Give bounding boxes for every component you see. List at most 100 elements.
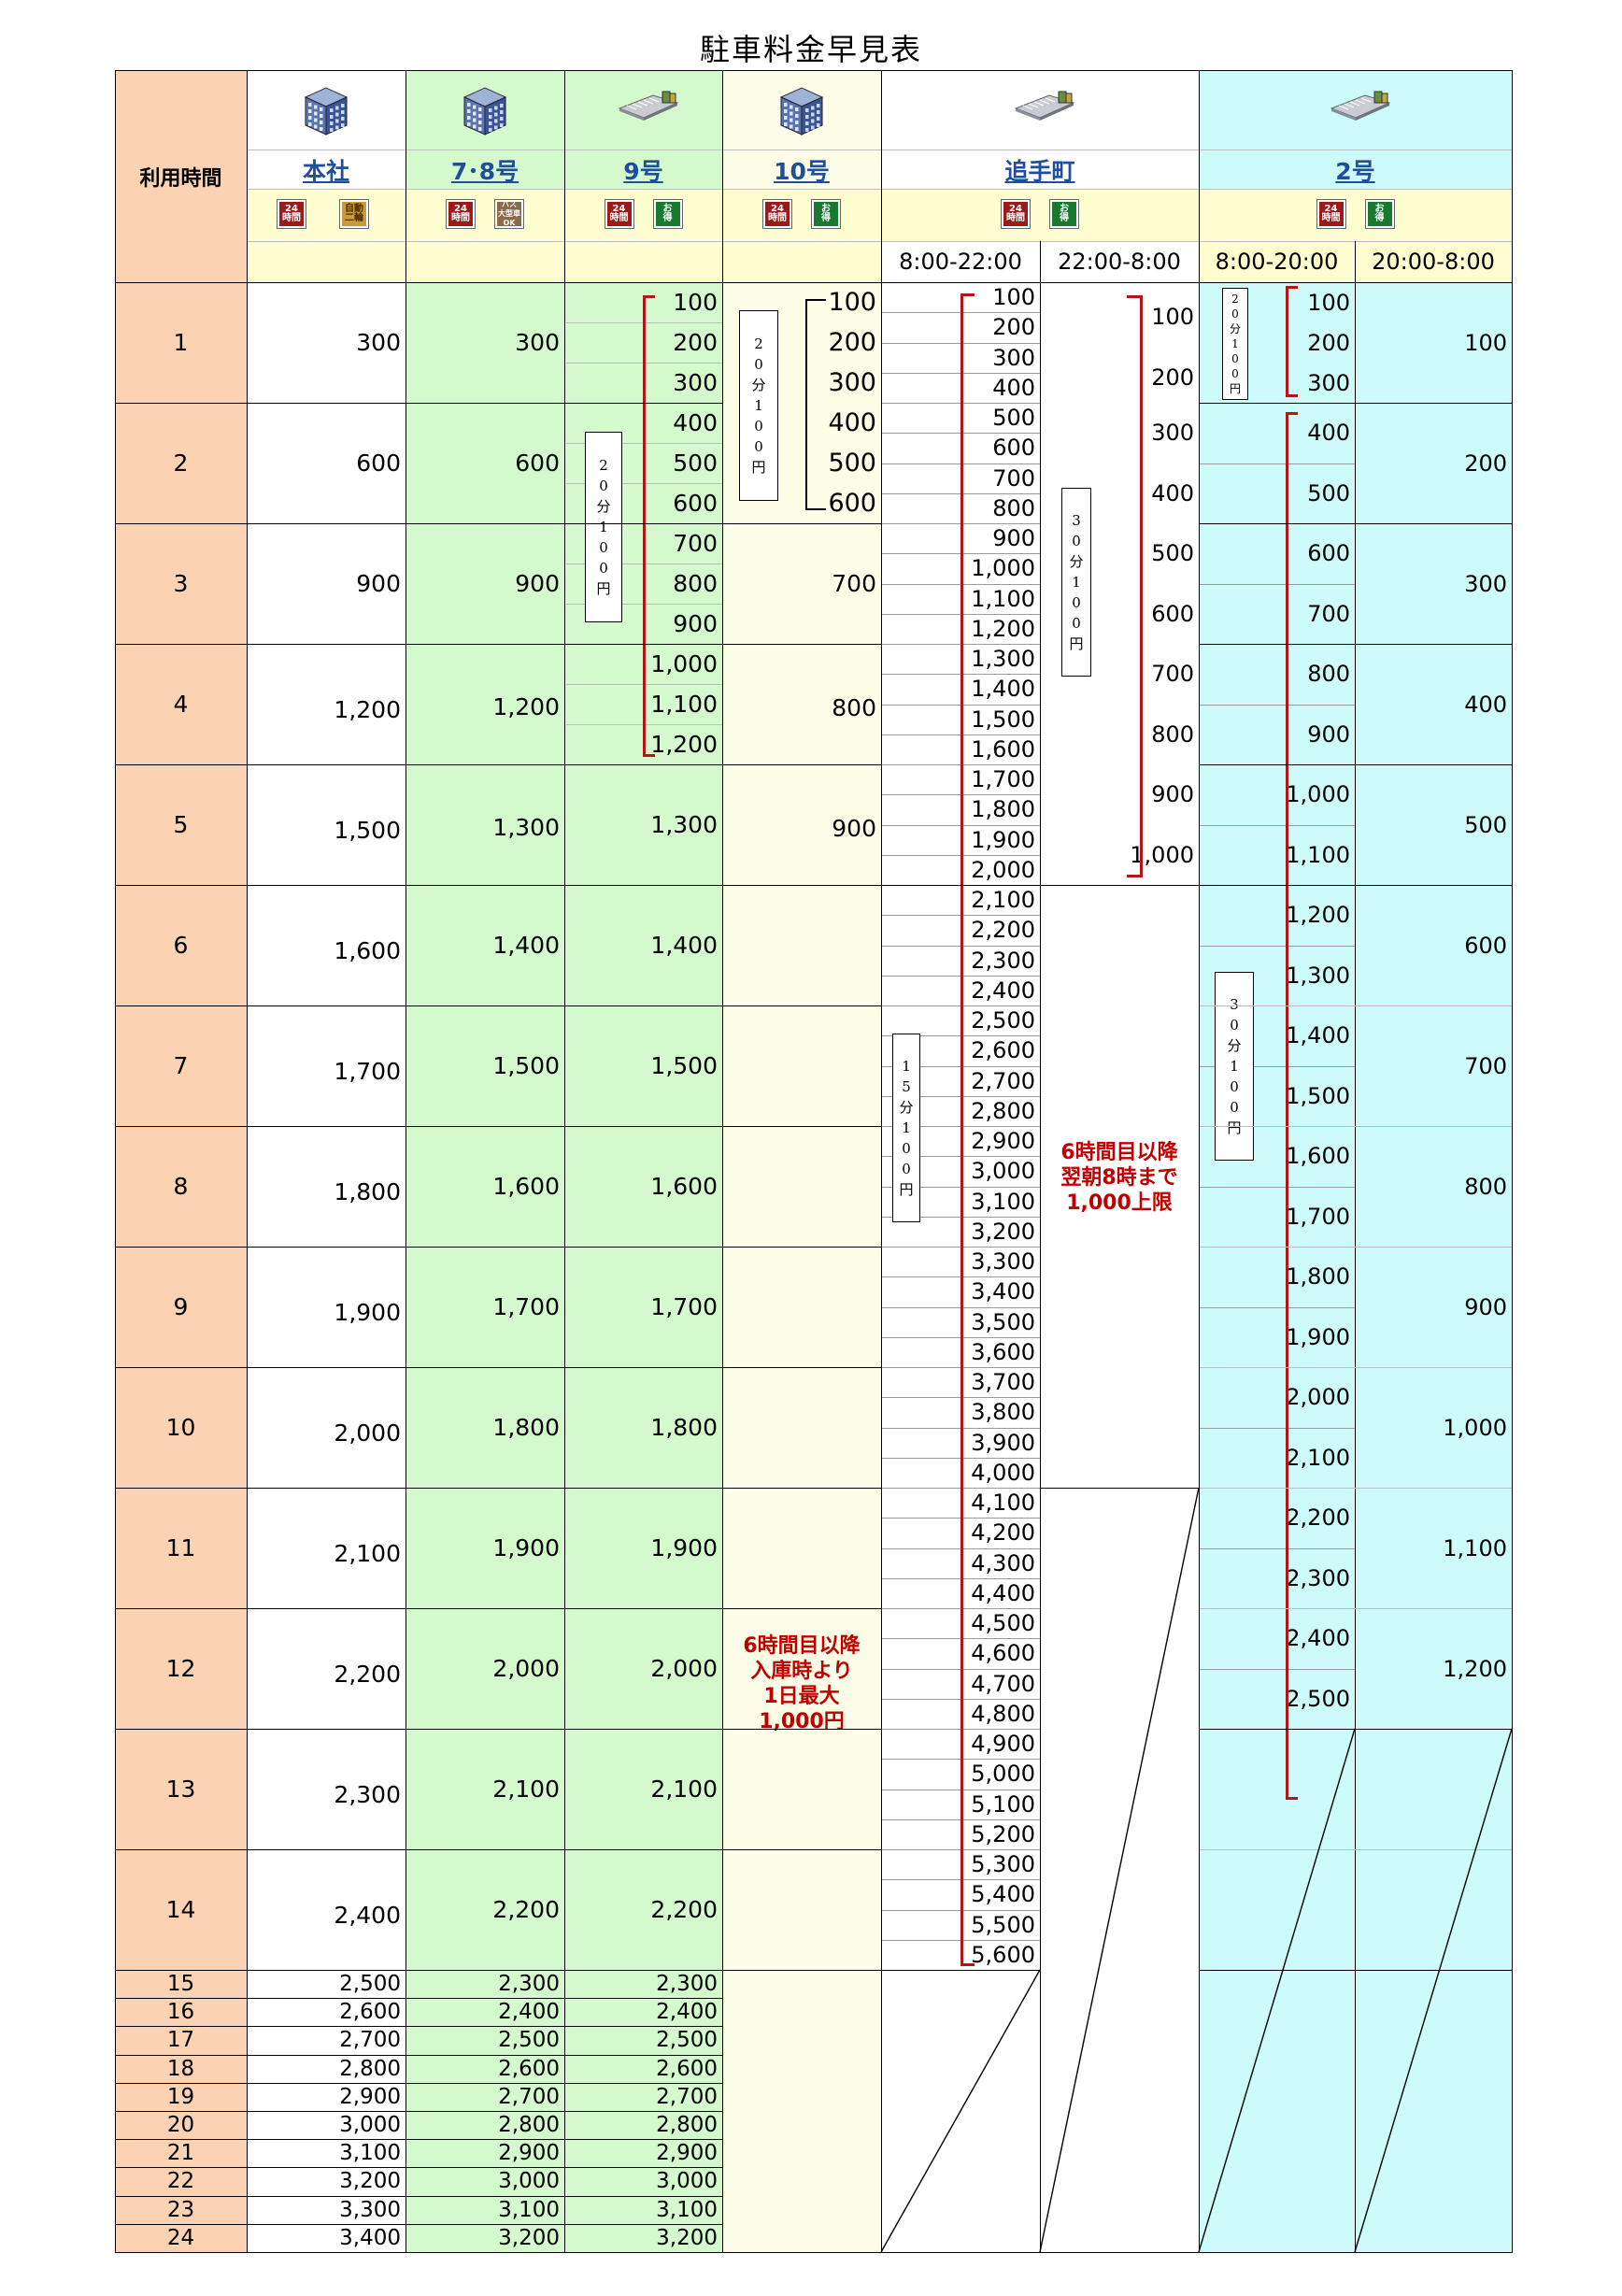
tick-line [1199, 1307, 1355, 1308]
lot-name-4[interactable]: 追手町 [1004, 158, 1075, 185]
badge-text: 24 [454, 204, 467, 214]
note-char: 1 [1230, 1058, 1239, 1075]
lot9-fee-cell: 300 [673, 369, 718, 396]
row-line [1199, 1970, 1512, 1971]
lot78-fee-cell: 1,400 [492, 932, 560, 959]
row-line [1200, 1367, 1512, 1368]
otemachi-day-fee-cell: 300 [992, 344, 1035, 371]
column-line [722, 70, 723, 2252]
otemachi-night-fee-cell: 600 [1151, 600, 1194, 627]
otemachi-day-fee-cell: 4,200 [971, 1519, 1035, 1547]
time-slot-header: 20:00-8:00 [1372, 249, 1495, 275]
lot-name-0[interactable]: 本社 [302, 158, 349, 185]
lot78-fee-cell: 2,100 [492, 1775, 560, 1803]
lot9-fee-cell: 800 [673, 570, 718, 597]
badge-text: 時間 [282, 213, 301, 223]
note-char: 1 [902, 1058, 911, 1075]
note-char: 分 [1229, 322, 1241, 335]
note-line: 1,000上限 [1066, 1191, 1173, 1215]
no2-night-fee-cell: 300 [1464, 570, 1507, 597]
otemachi-day-fee-cell: 5,300 [971, 1851, 1035, 1878]
row-line [1200, 523, 1512, 524]
lot10-fee-cell: 800 [832, 694, 876, 721]
note-char: 円 [899, 1181, 914, 1198]
hour-cell: 18 [166, 2056, 195, 2081]
hour-cell: 22 [166, 2169, 195, 2194]
note-char: 0 [1230, 1017, 1239, 1034]
honsha-fee-cell: 1,500 [334, 817, 401, 844]
diagonal-line [1354, 1728, 1513, 2253]
note-char: 1 [902, 1119, 911, 1136]
note-char: 3 [1230, 996, 1239, 1013]
honsha-fee-cell: 1,800 [334, 1178, 401, 1205]
tick-line [1199, 825, 1355, 826]
otemachi-day-fee-cell: 2,600 [971, 1037, 1035, 1064]
otemachi-night-fee-cell: 500 [1151, 540, 1194, 567]
tick-line [1199, 1428, 1355, 1429]
row-line [115, 403, 722, 404]
no2-night-fee-cell: 600 [1464, 932, 1507, 959]
honsha-fee-cell: 2,600 [339, 2000, 401, 2025]
otemachi-day-fee-cell: 1,100 [971, 585, 1035, 612]
tick-line [1199, 463, 1355, 464]
badge-text: 自動 [345, 204, 363, 214]
note-char: 円 [1229, 382, 1241, 395]
note-char: 2 [754, 335, 763, 352]
row-line [1200, 1005, 1512, 1006]
row-line [115, 2196, 722, 2197]
otemachi-day-fee-cell: 4,600 [971, 1640, 1035, 1667]
otemachi-day-fee-cell: 2,100 [971, 887, 1035, 914]
honsha-fee-cell: 2,100 [334, 1540, 401, 1567]
row-line [115, 1729, 722, 1730]
lot9-fee-cell: 1,100 [650, 691, 718, 718]
lot78-fee-cell: 2,900 [498, 2141, 560, 2166]
row-line [115, 523, 722, 524]
lot-name-2[interactable]: 9号 [623, 158, 663, 185]
flat-lot-icon [616, 84, 681, 125]
lot9-fee-cell: 600 [673, 490, 718, 517]
row-line [722, 1367, 881, 1368]
no2-night-fee-cell: 400 [1464, 691, 1507, 718]
lot9-fee-cell: 3,100 [656, 2197, 718, 2222]
row-line [1200, 644, 1512, 645]
note-char: 2 [599, 457, 608, 474]
lot78-fee-cell: 2,700 [498, 2084, 560, 2109]
note-char: 1 [754, 397, 763, 414]
badge-text: 時間 [609, 213, 629, 223]
lot9-fee-cell: 2,100 [650, 1775, 718, 1803]
otemachi-day-fee-cell: 3,100 [971, 1188, 1035, 1215]
otemachi-day-fee-cell: 5,000 [971, 1761, 1035, 1788]
lot10-fee-cell: 300 [828, 368, 876, 397]
row-line [722, 885, 881, 886]
lot9-fee-cell: 3,000 [656, 2169, 718, 2194]
row-line [722, 1608, 881, 1609]
lot-name-3[interactable]: 10号 [774, 158, 830, 185]
lot-name-5[interactable]: 2号 [1335, 158, 1375, 185]
otemachi-header-bg [881, 70, 1199, 189]
lot10-fee-cell: 100 [828, 288, 876, 317]
row-line [115, 1126, 722, 1127]
otemachi-night-bracket [1127, 295, 1143, 877]
otemachi-day-fee-cell: 4,100 [971, 1490, 1035, 1517]
note-char: 0 [902, 1161, 911, 1177]
hour-cell: 10 [165, 1414, 196, 1441]
row-line [722, 1849, 881, 1850]
row-line [1200, 1488, 1512, 1489]
row-line [722, 1247, 881, 1248]
otemachi-day-fee-cell: 2,900 [971, 1128, 1035, 1155]
lot-name-1[interactable]: 7･8号 [450, 158, 519, 185]
row-line [115, 2139, 722, 2140]
note-char: 円 [751, 459, 766, 476]
no2-day-fee-cell: 200 [1307, 329, 1350, 356]
otemachi-day-fee-cell: 4,300 [971, 1549, 1035, 1576]
hour-cell: 5 [173, 811, 189, 838]
no2-day-fee-cell: 900 [1307, 720, 1350, 748]
badge-text: 二輪 [345, 213, 363, 223]
lot10-fee-cell: 900 [832, 815, 876, 842]
lot78-fee-cell: 3,000 [498, 2169, 560, 2194]
otemachi-day-fee-cell: 1,500 [971, 706, 1035, 733]
lot10-fee-cell: 400 [828, 408, 876, 437]
lot78-fee-cell: 300 [515, 329, 560, 356]
